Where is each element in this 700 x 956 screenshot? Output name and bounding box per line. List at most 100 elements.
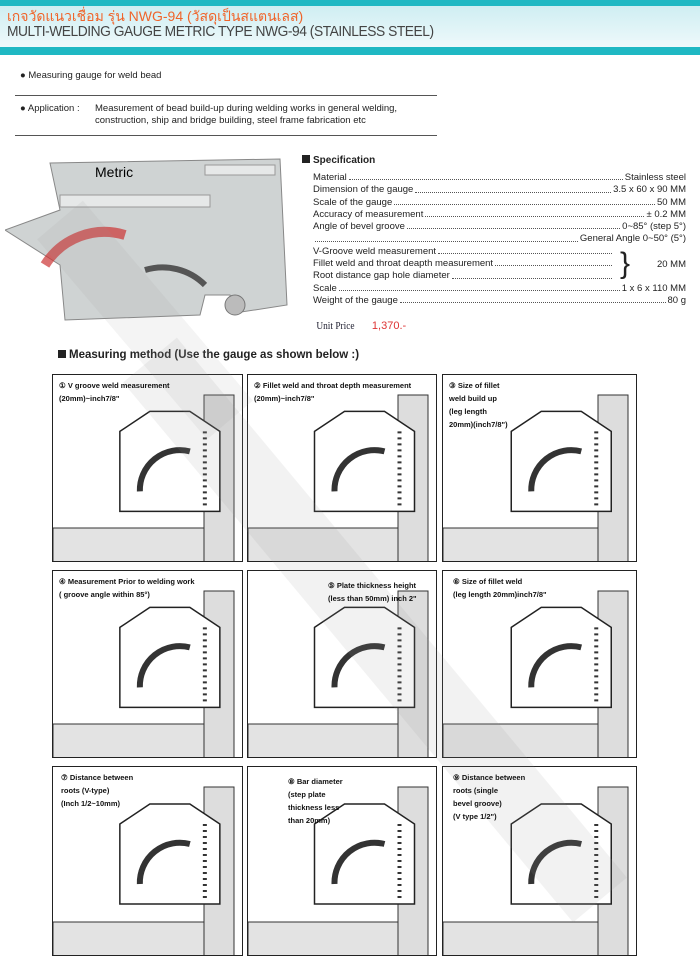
panel-number: ⑧ (288, 777, 295, 786)
spec-label: V-Groove weld measurement (313, 245, 437, 257)
section-title: Measuring method (Use the gauge as shown… (58, 349, 359, 361)
spec-value: 50 MM (656, 196, 686, 208)
spec-label: Scale of the gauge (313, 196, 393, 208)
spec-value: ± 0.2 MM (646, 208, 686, 220)
title-english: MULTI-WELDING GAUGE METRIC TYPE NWG-94 (… (7, 23, 434, 40)
spec-value: General Angle 0~50° (5°) (579, 233, 686, 245)
page-header: เกจวัดแนวเชื่อม รุ่น NWG-94 (วัสดุเป็นสแ… (0, 6, 700, 47)
spec-label: Scale (313, 282, 337, 294)
spec-label: Weight of the gauge (313, 294, 398, 306)
panel-number: ④ (59, 577, 66, 586)
panel-caption-line: ( groove angle within 85°) (59, 590, 150, 599)
panel-caption-line: V groove weld measurement (67, 381, 170, 390)
square-bullet-icon (58, 350, 66, 358)
divider (15, 95, 437, 96)
panel-number: ⑥ (453, 577, 460, 586)
gauge-illustration (443, 590, 629, 757)
spec-group-value: 20 MM (656, 258, 686, 270)
gauge-illustration (248, 394, 429, 561)
header-bottom-bar (0, 47, 700, 55)
panel-caption-line: (Inch 1/2~10mm) (61, 799, 120, 808)
title-thai: เกจวัดแนวเชื่อม รุ่น NWG-94 (วัสดุเป็นสแ… (7, 8, 304, 24)
spec-row: Accuracy of measurement ± 0.2 MM (302, 209, 686, 221)
panel-number: ① (59, 381, 66, 390)
method-panel-4: ④ Measurement Prior to welding work ( gro… (52, 570, 243, 758)
gauge-illustration (53, 394, 235, 561)
spec-row: Angle of bevel groove 0~85° (step 5°) (302, 221, 686, 233)
method-panel-1: ① V groove weld measurement (20mm)~inch7/… (52, 374, 243, 562)
method-panel-2: ② Fillet weld and throat depth measureme… (247, 374, 437, 562)
gauge-illustration (443, 394, 629, 561)
spec-label: Accuracy of measurement (313, 208, 424, 220)
panel-caption-line: (step plate (288, 790, 326, 799)
spec-value: 80 g (667, 294, 687, 306)
panel-number: ③ (449, 381, 456, 390)
panel-caption-line: (V type 1/2") (453, 812, 497, 821)
panel-number: ⑦ (61, 773, 68, 782)
unit-price: Unit Price 1,370.- (313, 320, 406, 332)
panel-caption-line: Distance between (461, 773, 526, 782)
method-panel-3: ③ Size of fillet weld build up (leg length… (442, 374, 637, 562)
panel-number: ⑨ (453, 773, 460, 782)
panel-caption-line: Distance between (69, 773, 134, 782)
panel-caption-line: bevel groove) (453, 799, 502, 808)
spec-row: V-Groove weld measurement (302, 246, 614, 258)
spec-row: Scale 1 x 6 x 110 MM (302, 283, 686, 295)
panel-caption-line: Size of fillet weld (461, 577, 523, 586)
panel-caption-line: (leg length (449, 407, 487, 416)
panel-caption-line: 20mm)(inch7/8") (449, 420, 508, 429)
method-panel-7: ⑦ Distance between roots (V-type) (Inch 1/… (52, 766, 243, 956)
spec-value: 1 x 6 x 110 MM (621, 282, 686, 294)
spec-row: Fillet weld and throat deapth measuremen… (302, 258, 614, 270)
panel-caption-line: Fillet weld and throat depth measurement (262, 381, 412, 390)
panel-caption-line: roots (V-type) (61, 786, 110, 795)
panel-number: ② (254, 381, 261, 390)
spec-value: 3.5 x 60 x 90 MM (613, 184, 686, 196)
panel-caption-line: (20mm)~inch7/8" (59, 394, 120, 403)
square-bullet-icon (302, 155, 310, 163)
method-panel-8: ⑧ Bar diameter (step plate thickness less t… (247, 766, 437, 956)
method-panel-6: ⑥ Size of fillet weld (leg length 20mm)in… (442, 570, 637, 758)
panel-caption-line: Size of fillet (457, 381, 500, 390)
spec-row: Root distance gap hole diameter (302, 270, 614, 282)
spec-title: Specification (313, 155, 376, 166)
gauge-illustration (248, 590, 429, 757)
divider (15, 135, 437, 136)
panel-number: ⑤ (328, 581, 335, 590)
panel-caption-line: Bar diameter (296, 777, 343, 786)
panel-caption-line: thickness less (288, 803, 340, 812)
panel-caption-line: weld build up (449, 394, 497, 403)
panel-caption-line: (leg length 20mm)inch7/8" (453, 590, 547, 599)
spec-row: Scale of the gauge 50 MM (302, 197, 686, 209)
method-panel-9: ⑨ Distance between roots (single bevel gro… (442, 766, 637, 956)
price-value: 1,370.- (371, 320, 407, 332)
spec-row: Dimension of the gauge 3.5 x 60 x 90 MM (302, 184, 686, 196)
gauge-label: Metric (95, 164, 133, 180)
price-label: Unit Price (316, 320, 355, 332)
application-label: ● Application : (20, 103, 80, 114)
gauge-illustration (53, 590, 235, 757)
spec-label: Dimension of the gauge (313, 184, 414, 196)
spec-row: Weight of the gauge 80 g (302, 295, 686, 307)
spec-label: Material (313, 172, 347, 183)
header-top-bar (0, 0, 700, 6)
panel-caption-line: Plate thickness height (336, 581, 417, 590)
spec-row: Material Stainless steel (302, 172, 686, 184)
panel-caption-line: than 20mm) (288, 816, 331, 825)
application-line2: construction, ship and bridge building, … (95, 115, 366, 126)
panel-caption-line: roots (single (453, 786, 499, 795)
panel-caption-line: Measurement Prior to welding work (67, 577, 195, 586)
spec-value: Stainless steel (624, 172, 686, 183)
bullet-application: ● Application : Measurement of bead buil… (20, 103, 397, 127)
spec-value: 0~85° (step 5°) (622, 221, 686, 233)
spec-label: Root distance gap hole diameter (313, 270, 450, 282)
method-panel-5: ⑤ Plate thickness height(less than 50mm)… (247, 570, 437, 758)
application-line1: Measurement of bead build-up during weld… (95, 103, 398, 114)
spec-label: Fillet weld and throat deapth measuremen… (313, 258, 494, 270)
spec-label: Angle of bevel groove (313, 221, 405, 233)
panel-caption-line: (20mm)~inch7/8" (254, 394, 315, 403)
spec-row: General Angle 0~50° (5°) (302, 233, 686, 245)
gauge-photo: Metric (5, 158, 288, 321)
bullet-gauge: ● Measuring gauge for weld bead (20, 70, 162, 81)
